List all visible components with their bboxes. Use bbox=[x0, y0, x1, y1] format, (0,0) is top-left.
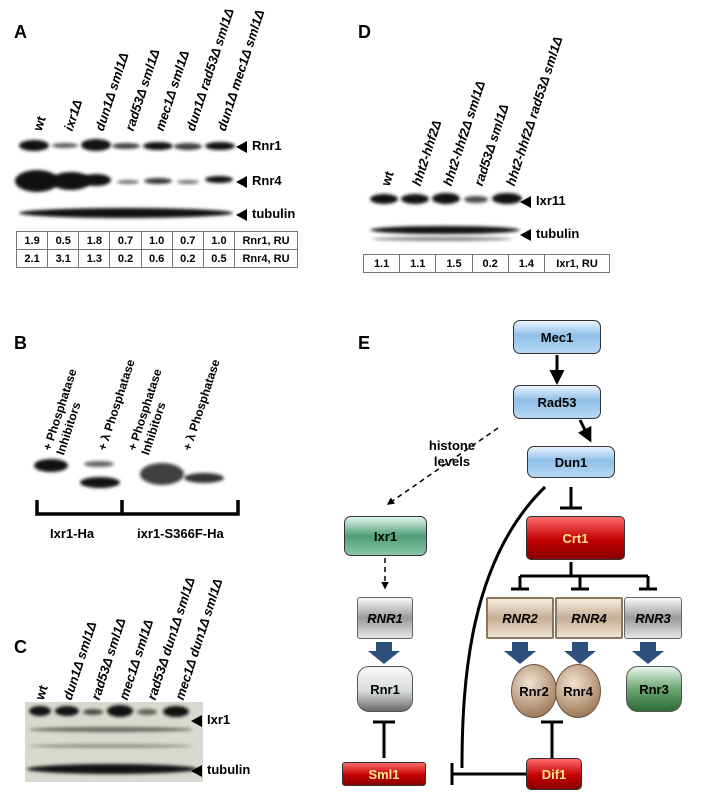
panel-a-label: A bbox=[14, 22, 27, 42]
panel-c-label: C bbox=[14, 637, 27, 657]
protein-rnr3: Rnr3 bbox=[626, 666, 682, 712]
arrow-icon bbox=[236, 208, 247, 221]
arrow-icon bbox=[520, 195, 531, 208]
band-label-rnr4: Rnr4 bbox=[236, 173, 282, 188]
node-dif1: Dif1 bbox=[526, 758, 582, 790]
panel-d-label: D bbox=[358, 22, 371, 42]
band-label-ixr1-c: Ixr1 bbox=[191, 712, 230, 727]
table-cell: 1.1 bbox=[399, 254, 437, 273]
panel-c-blot bbox=[25, 702, 203, 782]
arrow-icon bbox=[236, 140, 247, 153]
row-label: Rnr4, RU bbox=[234, 249, 298, 268]
table-cell: 0.5 bbox=[202, 249, 236, 268]
group-label-ixr1-s366f-ha: ixr1-S366F-Ha bbox=[137, 526, 224, 541]
table-cell: 0.2 bbox=[171, 249, 204, 268]
arrow-icon bbox=[236, 175, 247, 188]
table-cell: 0.2 bbox=[471, 254, 509, 273]
protein-rnr4: Rnr4 bbox=[555, 664, 601, 718]
arrow-icon bbox=[520, 228, 531, 241]
node-mec1: Mec1 bbox=[513, 320, 601, 354]
arrow-icon bbox=[191, 714, 202, 727]
table-cell: 1.0 bbox=[140, 231, 173, 250]
node-dun1: Dun1 bbox=[527, 446, 615, 478]
panel-b-blot bbox=[28, 455, 238, 495]
arrow-icon bbox=[191, 764, 202, 777]
table-cell: 0.2 bbox=[109, 249, 142, 268]
gene-rnr1: RNR1 bbox=[357, 597, 413, 639]
edge-label-histone-levels: histone levels bbox=[428, 438, 476, 469]
node-ixr1: Ixr1 bbox=[344, 516, 427, 556]
gene-rnr4: RNR4 bbox=[555, 597, 623, 639]
band-label-tubulin-d: tubulin bbox=[520, 226, 579, 241]
table-cell: 1.9 bbox=[15, 231, 49, 250]
node-rad53: Rad53 bbox=[513, 385, 601, 419]
band-label-tubulin-c: tubulin bbox=[191, 762, 250, 777]
panel-d-blot bbox=[370, 188, 528, 248]
table-cell: 1.8 bbox=[78, 231, 111, 250]
panel-b-label: B bbox=[14, 333, 27, 353]
row-label: Rnr1, RU bbox=[234, 231, 298, 250]
protein-rnr1: Rnr1 bbox=[357, 666, 413, 712]
node-sml1: Sml1 bbox=[342, 762, 426, 786]
panel-a-blot bbox=[15, 132, 235, 224]
node-crt1: Crt1 bbox=[526, 516, 625, 560]
gene-rnr3: RNR3 bbox=[624, 597, 682, 639]
band-label-ixr11: Ixr11 bbox=[520, 193, 566, 208]
table-cell: 1.5 bbox=[435, 254, 473, 273]
group-label-ixr1-ha: Ixr1-Ha bbox=[50, 526, 95, 541]
row-label: Ixr1, RU bbox=[544, 254, 610, 273]
table-cell: 2.1 bbox=[15, 249, 49, 268]
table-cell: 1.1 bbox=[362, 254, 401, 273]
panel-e-label: E bbox=[358, 333, 371, 353]
band-label-rnr1: Rnr1 bbox=[236, 138, 282, 153]
gene-rnr2: RNR2 bbox=[486, 597, 554, 639]
band-label-tubulin-a: tubulin bbox=[236, 206, 295, 221]
table-cell: 1.4 bbox=[507, 254, 546, 273]
table-cell: 1.3 bbox=[78, 249, 111, 268]
protein-rnr2: Rnr2 bbox=[511, 664, 557, 718]
